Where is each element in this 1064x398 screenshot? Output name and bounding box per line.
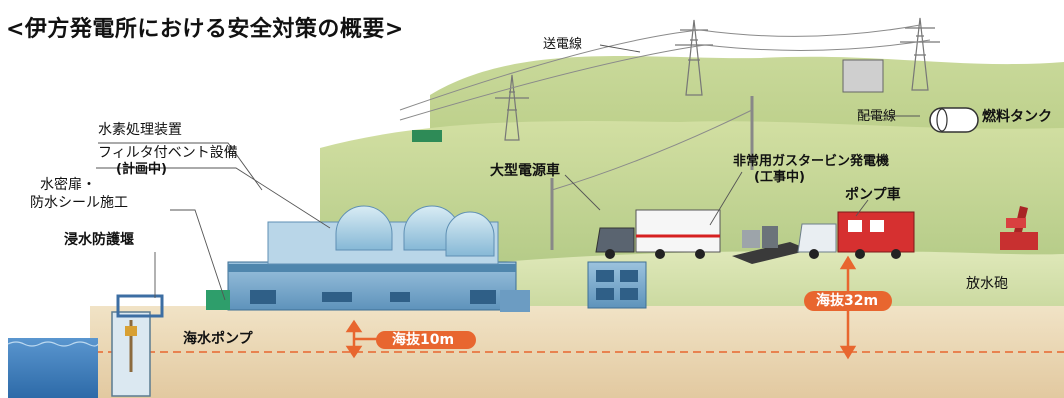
water-cannon-graphic [1000,206,1038,250]
label-fuel-tank: 燃料タンク [982,109,1052,125]
gas-turbine-graphic [732,226,810,264]
dome-1 [335,205,393,251]
label-flood-barrier: 浸水防護堰 [64,232,134,248]
label-waterproof-seal: 防水シール施工 [30,195,128,211]
auxiliary-building [587,261,647,309]
label-filter-vent-status: (計画中) [116,162,167,177]
label-elevation-10m: 海抜10m [392,332,455,348]
label-filter-vent: フィルタ付ベント設備 [98,145,238,161]
transmission-tower-1 [675,19,713,96]
label-large-power-vehicle: 大型電源車 [490,163,560,179]
flood-barrier-gate [116,294,164,318]
label-distribution-line: 配電線 [857,109,897,124]
elevation-10m-arrow [345,319,380,359]
transmission-tower-2 [900,17,940,91]
label-watertight-door: 水密扉・ [40,177,96,193]
pump-truck-graphic [797,211,915,259]
label-water-cannon: 放水砲 [966,276,1008,292]
label-pump-truck: ポンプ車 [845,187,901,203]
label-elevation-32m: 海抜32m [816,293,879,309]
power-vehicle-graphic [595,209,721,259]
label-transmission-line: 送電線 [543,37,583,52]
label-hydrogen-equipment: 水素処理装置 [98,122,182,138]
dome-3 [445,211,495,257]
label-seawater-pump: 海水ポンプ [183,331,253,347]
elevation-10m-pill [376,331,476,349]
label-gas-turbine: 非常用ガスタービン発電機 [733,154,890,169]
substation [842,59,884,93]
fuel-tank-icon [929,107,979,133]
page-title: <伊方発電所における安全対策の概要> [6,17,404,42]
label-gas-turbine-status: (工事中) [754,170,805,185]
power-lines [399,24,931,121]
transmission-tower-3 [495,74,529,141]
elevation-32m-pill [804,291,892,311]
sea [8,338,98,398]
